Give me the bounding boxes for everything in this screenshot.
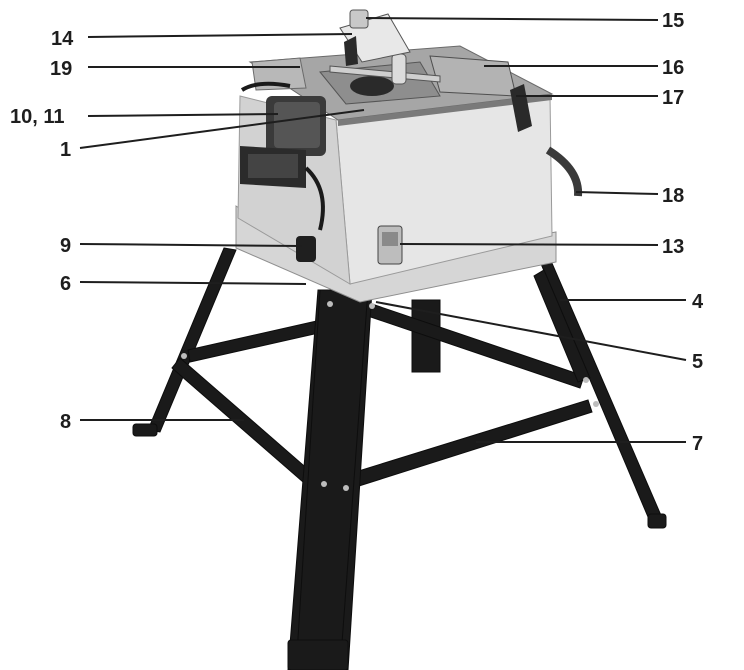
- leader-18: [575, 191, 659, 195]
- saw-cabinet: [235, 9, 583, 303]
- stand-right-brace-upper: [533, 269, 591, 383]
- callout-13: 13: [662, 236, 684, 258]
- callout-6: 6: [60, 273, 71, 295]
- rip-fence: [429, 55, 517, 97]
- callout-7: 7: [692, 433, 703, 455]
- blade-guard: [339, 9, 411, 66]
- stand: [132, 247, 667, 670]
- leader-15: [365, 17, 659, 21]
- foot-rear-left: [132, 423, 158, 437]
- bolt: [369, 303, 375, 309]
- bolt: [343, 485, 349, 491]
- leader-lines: [79, 17, 687, 443]
- bolt: [583, 377, 589, 383]
- switch-box: [240, 146, 306, 188]
- callout-4: 4: [692, 291, 704, 313]
- leader-10-11: [87, 113, 279, 117]
- stand-left-brace-bottom: [171, 357, 319, 489]
- top-cable: [240, 81, 291, 92]
- callout-19: 19: [50, 58, 72, 80]
- callout-8: 8: [60, 411, 71, 433]
- front-switch: [377, 225, 403, 265]
- leader-13: [399, 243, 659, 246]
- callout-16: 16: [662, 57, 684, 79]
- motor-housing: [266, 96, 326, 156]
- foot-front: [287, 639, 349, 670]
- bolt: [327, 301, 333, 307]
- table-top-edge: [338, 94, 552, 126]
- callout-17: 17: [662, 87, 684, 109]
- bolt: [181, 353, 187, 359]
- leader-1: [79, 109, 365, 149]
- callout-5: 5: [692, 351, 703, 373]
- callout-18: 18: [662, 185, 684, 207]
- on-off-switch: [296, 236, 316, 262]
- callout-9: 9: [60, 235, 71, 257]
- mitre-gauge: [329, 53, 441, 96]
- leader-5: [375, 301, 687, 361]
- callout-14: 14: [51, 28, 74, 50]
- bevel-scale: [545, 146, 583, 197]
- callout-15: 15: [662, 10, 684, 32]
- stand-front-brace: [335, 399, 593, 493]
- leader-14: [87, 33, 353, 38]
- stand-rear-right-leg: [535, 251, 664, 525]
- bolt: [321, 481, 327, 487]
- leader-6: [79, 281, 307, 285]
- callout-10-11: 10, 11: [10, 106, 65, 128]
- foot-rear-right: [647, 513, 667, 529]
- callout-1: 1: [60, 139, 71, 161]
- bolt: [593, 401, 599, 407]
- fence-lock-handle: [510, 84, 532, 132]
- stand-left-brace-top: [187, 317, 333, 363]
- callout-labels: 14 19 10, 11 1 9 6 8 15 16 17 18 13 4 5 …: [10, 10, 704, 455]
- power-cable: [304, 166, 325, 231]
- leader-9: [79, 243, 303, 247]
